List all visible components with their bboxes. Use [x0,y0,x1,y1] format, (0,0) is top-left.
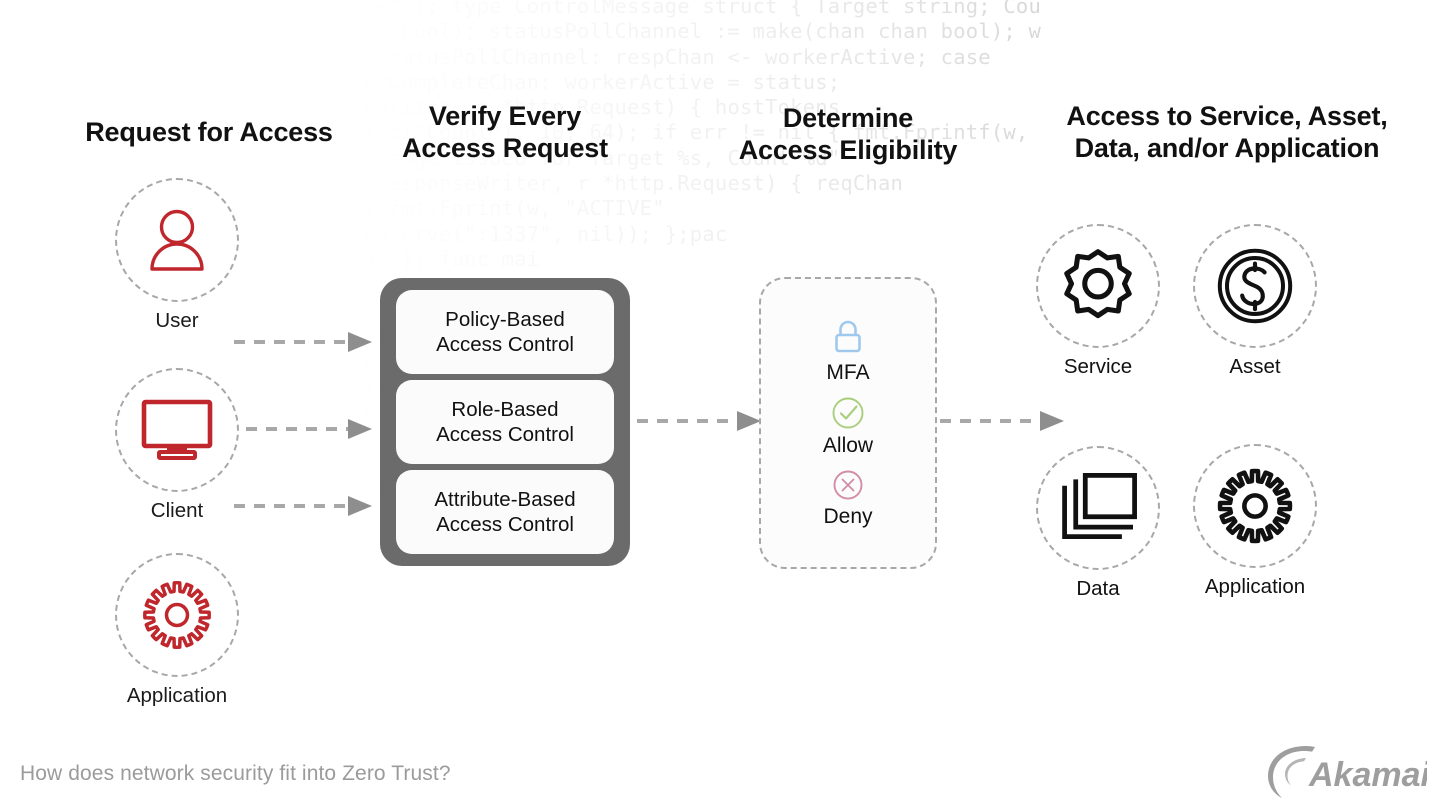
target-node-data-circle [1036,446,1160,570]
check-circle-icon [832,397,864,428]
code-line: case status := <- workerCompleteChan: wo… [0,69,841,94]
eligibility-item-mfa[interactable]: MFA [826,318,870,385]
target-node-application-circle [1193,444,1317,568]
access-control-pill-attribute-line2: Access Control [436,513,574,536]
column-title-request: Request for Access [79,116,339,148]
arrow-client-to-acl [246,419,372,439]
target-node-asset-label: Asset [1229,355,1281,378]
target-node-service-label: Service [1063,355,1133,378]
akamai-logo: Akamai [1268,746,1427,798]
access-control-pill-role[interactable]: Role-Based Access Control [396,380,614,464]
source-node-application[interactable]: Application [115,553,239,708]
akamai-wordmark: Akamai [1308,756,1427,794]
eligibility-item-mfa-label: MFA [826,360,870,384]
target-node-asset[interactable]: Asset [1193,224,1317,379]
lock-icon [835,320,861,352]
source-node-client[interactable]: Client [115,368,239,523]
arrow-user-to-acl [234,332,372,352]
access-control-pill-policy-line2: Access Control [436,333,574,356]
code-line: registerChan := make(chan bool); statusP… [0,19,1041,44]
eligibility-item-deny-label: Deny [823,504,873,528]
column-title-request-line1: Request for Access [85,117,333,147]
eligibility-item-allow-label: Allow [822,433,874,457]
target-node-asset-circle [1193,224,1317,348]
access-control-pill-role-line2: Access Control [436,423,574,446]
source-node-application-label: Application [126,684,228,707]
column-title-access-line2: Data, and/or Application [1074,133,1380,163]
source-node-application-circle [115,553,239,677]
access-control-pill-policy-line1: Policy-Based [445,308,565,331]
eligibility-panel: MFA Allow Deny [759,277,937,569]
access-control-pill-attribute[interactable]: Attribute-Based Access Control [396,470,614,554]
access-control-pill-attribute-line1: Attribute-Based [434,488,576,511]
source-node-client-label: Client [150,499,204,522]
page-caption: How does network security fit into Zero … [20,762,451,785]
source-node-user[interactable]: User [115,178,239,333]
column-title-determine-line1: Determine [782,103,914,133]
target-node-service[interactable]: Service [1036,224,1160,379]
x-circle-icon [833,470,863,499]
column-title-access: Access to Service, Asset, Data, and/or A… [1022,100,1432,164]
code-line: "strings"; "time" ); type ControlMessage… [0,0,1041,18]
code-line: case respChan := <- statusPollChannel: r… [0,44,991,69]
column-title-verify: Verify Every Access Request [385,100,625,164]
eligibility-item-deny[interactable]: Deny [823,468,873,529]
dollar-coin-icon [1217,248,1293,324]
monitor-icon [141,399,213,460]
source-node-user-label: User [155,309,199,332]
access-control-pill-role-line1: Role-Based [451,398,559,421]
code-line: ":1337", nil)); };pac [0,727,339,752]
target-node-data[interactable]: Data [1036,446,1160,601]
target-node-service-circle [1036,224,1160,348]
arrow-acl-to-eligibility [637,411,761,431]
target-node-application[interactable]: Application [1193,444,1317,599]
user-icon [150,209,204,271]
access-control-card: Policy-Based Access Control Role-Based A… [380,278,630,566]
source-node-user-circle [115,178,239,302]
column-title-verify-line2: Access Request [402,133,608,163]
target-node-application-label: Application [1204,575,1306,598]
arrow-application-to-acl [234,496,372,516]
column-title-determine: Determine Access Eligibility [728,102,968,166]
eligibility-item-allow[interactable]: Allow [823,395,873,458]
column-title-access-line1: Access to Service, Asset, [1066,101,1388,131]
stacked-screens-icon [1062,473,1137,540]
access-control-pill-policy[interactable]: Policy-Based Access Control [396,290,614,374]
gear-icon [143,581,211,649]
column-title-verify-line1: Verify Every [428,101,582,131]
cog-icon [1217,468,1293,544]
source-node-client-circle [115,368,239,492]
target-node-data-label: Data [1076,577,1120,600]
column-title-determine-line2: Access Eligibility [738,135,958,165]
arrow-eligibility-to-targets [940,411,1064,431]
gear-solid-icon [1064,249,1132,319]
